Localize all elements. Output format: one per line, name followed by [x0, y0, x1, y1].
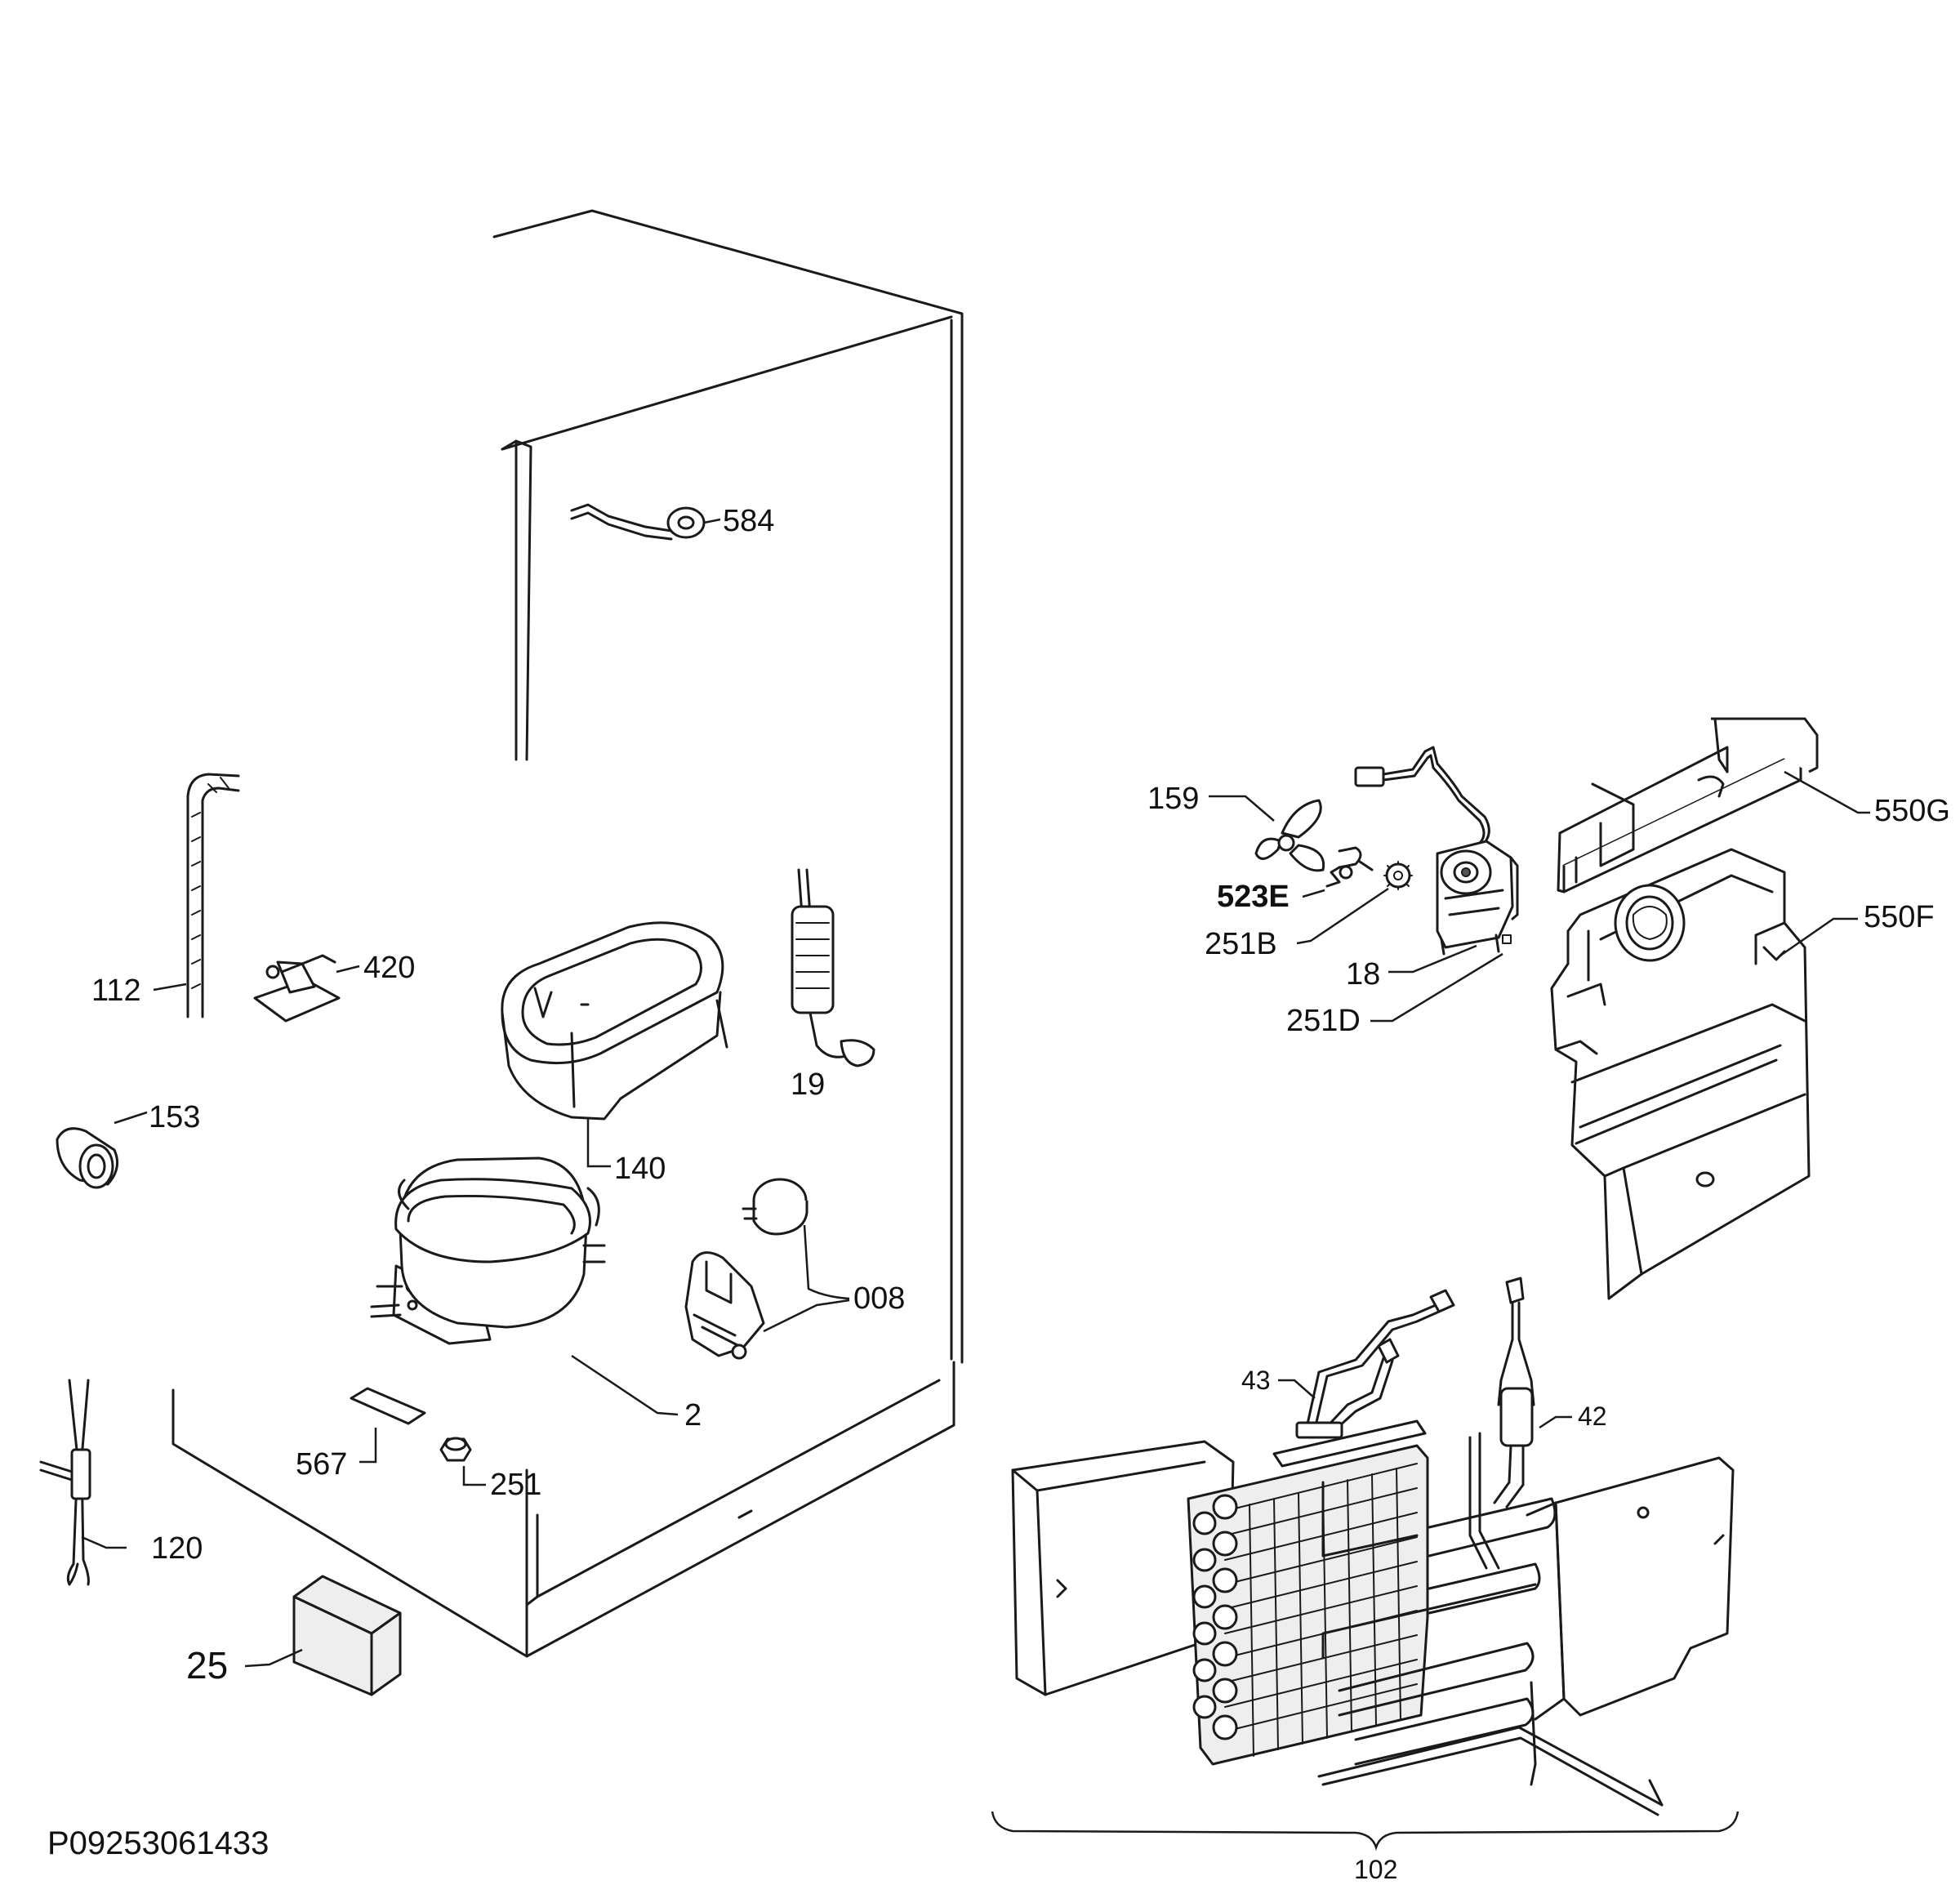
- part-18-fan-motor: [1354, 746, 1519, 956]
- callout-159: 159: [1147, 782, 1199, 816]
- part-159-fan-blade: [1254, 799, 1325, 872]
- callout-550F: 550F: [1864, 900, 1935, 934]
- part-102-evaporator: [1011, 1419, 1735, 1816]
- part-2-compressor: [370, 1156, 606, 1345]
- cabinet-outline: [172, 209, 964, 1658]
- callout-42: 42: [1578, 1401, 1607, 1431]
- callout-008: 008: [853, 1281, 905, 1316]
- callout-153: 153: [149, 1100, 200, 1134]
- callout-251: 251: [490, 1468, 541, 1502]
- part-550F-cover-panel: [1550, 848, 1811, 1300]
- part-550G-duct-cover: [1557, 717, 1819, 893]
- callout-567: 567: [296, 1447, 347, 1482]
- part-120-sensor: [39, 1379, 91, 1586]
- part-153-grommet: [56, 1127, 119, 1189]
- part-008-relay: [684, 1178, 808, 1360]
- callout-550G: 550G: [1874, 794, 1950, 828]
- part-140-drip-tray: [501, 921, 728, 1121]
- callout-43: 43: [1241, 1366, 1271, 1395]
- part-251B-gear: [1383, 861, 1413, 890]
- callout-584: 584: [723, 504, 774, 538]
- callout-120: 120: [151, 1531, 203, 1566]
- part-584-door-key: [570, 503, 706, 541]
- part-25-block: [292, 1575, 402, 1696]
- callout-112: 112: [91, 974, 141, 1008]
- callout-251D: 251D: [1286, 1004, 1361, 1038]
- callout-140: 140: [614, 1152, 666, 1186]
- part-523E-bracket: [1325, 846, 1374, 888]
- callout-523E: 523E: [1217, 880, 1290, 914]
- part-42-sensor: [1493, 1277, 1535, 1508]
- callout-19: 19: [791, 1067, 825, 1102]
- callout-2: 2: [684, 1398, 702, 1433]
- part-567-plate: [350, 1387, 426, 1425]
- callout-18: 18: [1346, 957, 1380, 992]
- part-251-nut: [439, 1437, 472, 1462]
- part-43-wiring: [1295, 1289, 1455, 1439]
- part-420-bracket: [253, 954, 341, 1023]
- part-112-pipe: [186, 773, 240, 1018]
- callout-251B: 251B: [1205, 927, 1277, 961]
- diagram-code: P09253061433: [47, 1825, 269, 1861]
- part-19-heater: [791, 868, 875, 1067]
- callout-25: 25: [186, 1644, 228, 1687]
- callout-102: 102: [1354, 1855, 1397, 1884]
- callout-420: 420: [363, 951, 415, 985]
